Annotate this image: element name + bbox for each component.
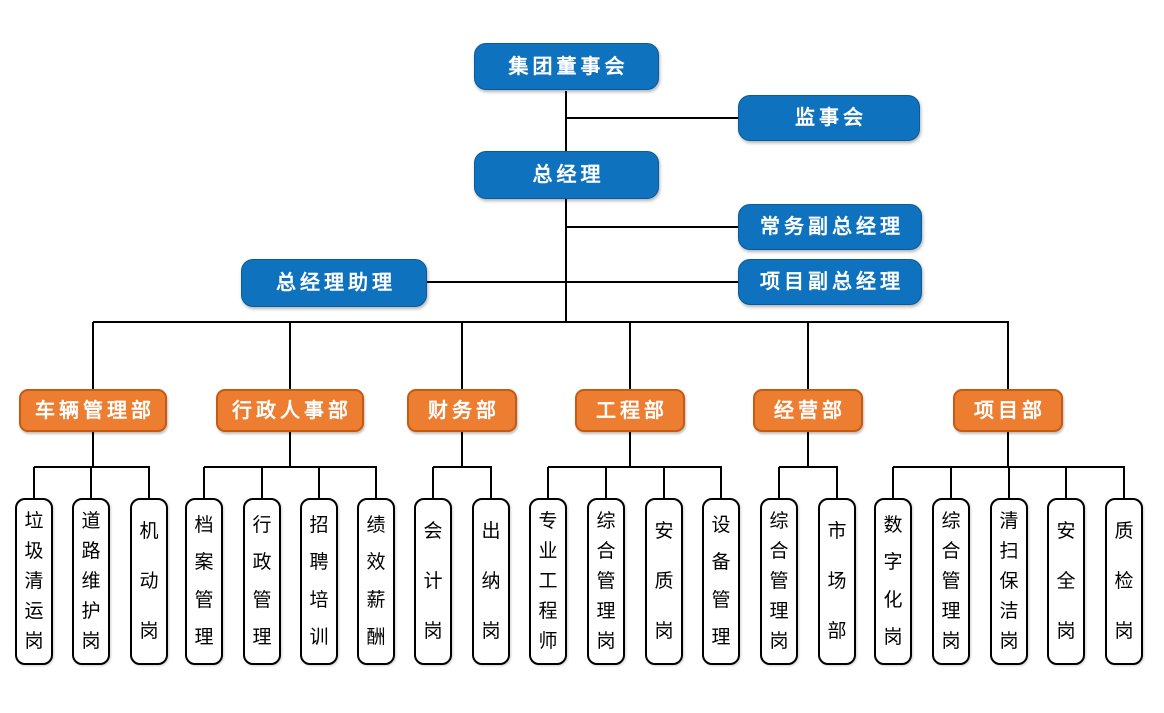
connector-line: [148, 467, 150, 498]
vertical-label: 安全岗: [1056, 521, 1076, 642]
position-box: 综合管理岗: [587, 498, 625, 665]
connector-line: [461, 432, 463, 467]
connector-line: [427, 281, 738, 283]
dept-admin-hr: 行政人事部: [216, 389, 364, 432]
dept-vehicle-management: 车辆管理部: [19, 389, 167, 432]
node-supervisory-board: 监事会: [738, 95, 920, 141]
connector-line: [1007, 322, 1009, 390]
connector-line: [92, 432, 94, 467]
node-group-board: 集团董事会: [474, 43, 659, 90]
connector-line: [433, 466, 492, 468]
dept-business: 经营部: [753, 389, 863, 432]
position-box: 数字化岗: [874, 498, 912, 665]
connector-line: [1007, 432, 1009, 467]
position-box: 安质岗: [645, 498, 683, 665]
connector-line: [778, 467, 780, 498]
position-box: 垃圾清运岗: [15, 498, 53, 665]
connector-line: [1123, 467, 1125, 498]
connector-line: [548, 466, 722, 468]
position-box: 质检岗: [1105, 498, 1143, 665]
vertical-label: 质检岗: [1114, 521, 1134, 642]
vertical-label: 招聘培训: [309, 515, 329, 648]
vertical-label: 垃圾清运岗: [24, 511, 44, 652]
connector-line: [1065, 467, 1067, 498]
connector-line: [432, 467, 434, 498]
connector-line: [289, 432, 291, 467]
connector-line: [807, 322, 809, 390]
vertical-label: 综合管理岗: [941, 511, 961, 652]
connector-line: [92, 322, 94, 390]
connector-line: [779, 466, 838, 468]
vertical-label: 数字化岗: [883, 515, 903, 648]
vertical-label: 专业工程师: [538, 511, 558, 652]
node-project-deputy-general-manager: 项目副总经理: [738, 259, 922, 305]
position-box: 综合管理岗: [932, 498, 970, 665]
connector-line: [33, 467, 35, 498]
vertical-label: 机动岗: [139, 521, 159, 642]
position-box: 道路维护岗: [72, 498, 110, 665]
connector-line: [461, 322, 463, 390]
connector-line: [720, 467, 722, 498]
vertical-label: 综合管理岗: [769, 511, 789, 652]
connector-line: [807, 432, 809, 467]
position-box: 出纳岗: [472, 498, 510, 665]
vertical-label: 行政管理: [252, 515, 272, 648]
position-box: 绩效薪酬: [357, 498, 395, 665]
connector-line: [565, 199, 567, 322]
connector-line: [629, 322, 631, 390]
connector-line: [547, 467, 549, 498]
vertical-label: 安质岗: [654, 521, 674, 642]
connector-line: [566, 226, 738, 228]
connector-line: [204, 466, 377, 468]
connector-line: [566, 117, 738, 119]
node-general-manager-assistant: 总经理助理: [241, 259, 427, 307]
connector-line: [90, 467, 92, 498]
vertical-label: 出纳岗: [481, 521, 501, 642]
position-box: 机动岗: [130, 498, 168, 665]
connector-line: [1008, 467, 1010, 498]
node-general-manager: 总经理: [474, 151, 659, 199]
connector-line: [93, 321, 1009, 323]
dept-project: 项目部: [953, 389, 1063, 432]
position-box: 安全岗: [1047, 498, 1085, 665]
position-box: 档案管理: [185, 498, 223, 665]
vertical-label: 绩效薪酬: [366, 515, 386, 648]
connector-line: [892, 467, 894, 498]
connector-line: [34, 466, 150, 468]
connector-line: [663, 467, 665, 498]
vertical-label: 档案管理: [194, 515, 214, 648]
dept-finance: 财务部: [407, 389, 517, 432]
connector-line: [565, 91, 567, 151]
connector-line: [261, 467, 263, 498]
position-box: 专业工程师: [529, 498, 567, 665]
position-box: 会计岗: [414, 498, 452, 665]
vertical-label: 市场部: [827, 521, 847, 642]
connector-line: [203, 467, 205, 498]
position-box: 招聘培训: [300, 498, 338, 665]
node-executive-deputy-general-manager: 常务副总经理: [738, 204, 922, 250]
position-box: 综合管理岗: [760, 498, 798, 665]
vertical-label: 会计岗: [423, 521, 443, 642]
connector-line: [375, 467, 377, 498]
connector-line: [836, 467, 838, 498]
connector-line: [950, 467, 952, 498]
position-box: 清扫保洁岗: [990, 498, 1028, 665]
vertical-label: 综合管理岗: [596, 511, 616, 652]
connector-line: [490, 467, 492, 498]
position-box: 设备管理: [702, 498, 740, 665]
dept-engineering: 工程部: [575, 389, 685, 432]
position-box: 市场部: [818, 498, 856, 665]
connector-line: [893, 466, 1125, 468]
connector-line: [289, 322, 291, 390]
connector-line: [629, 432, 631, 467]
vertical-label: 清扫保洁岗: [999, 511, 1019, 652]
vertical-label: 设备管理: [711, 515, 731, 648]
connector-line: [605, 467, 607, 498]
vertical-label: 道路维护岗: [81, 511, 101, 652]
position-box: 行政管理: [243, 498, 281, 665]
connector-line: [318, 467, 320, 498]
